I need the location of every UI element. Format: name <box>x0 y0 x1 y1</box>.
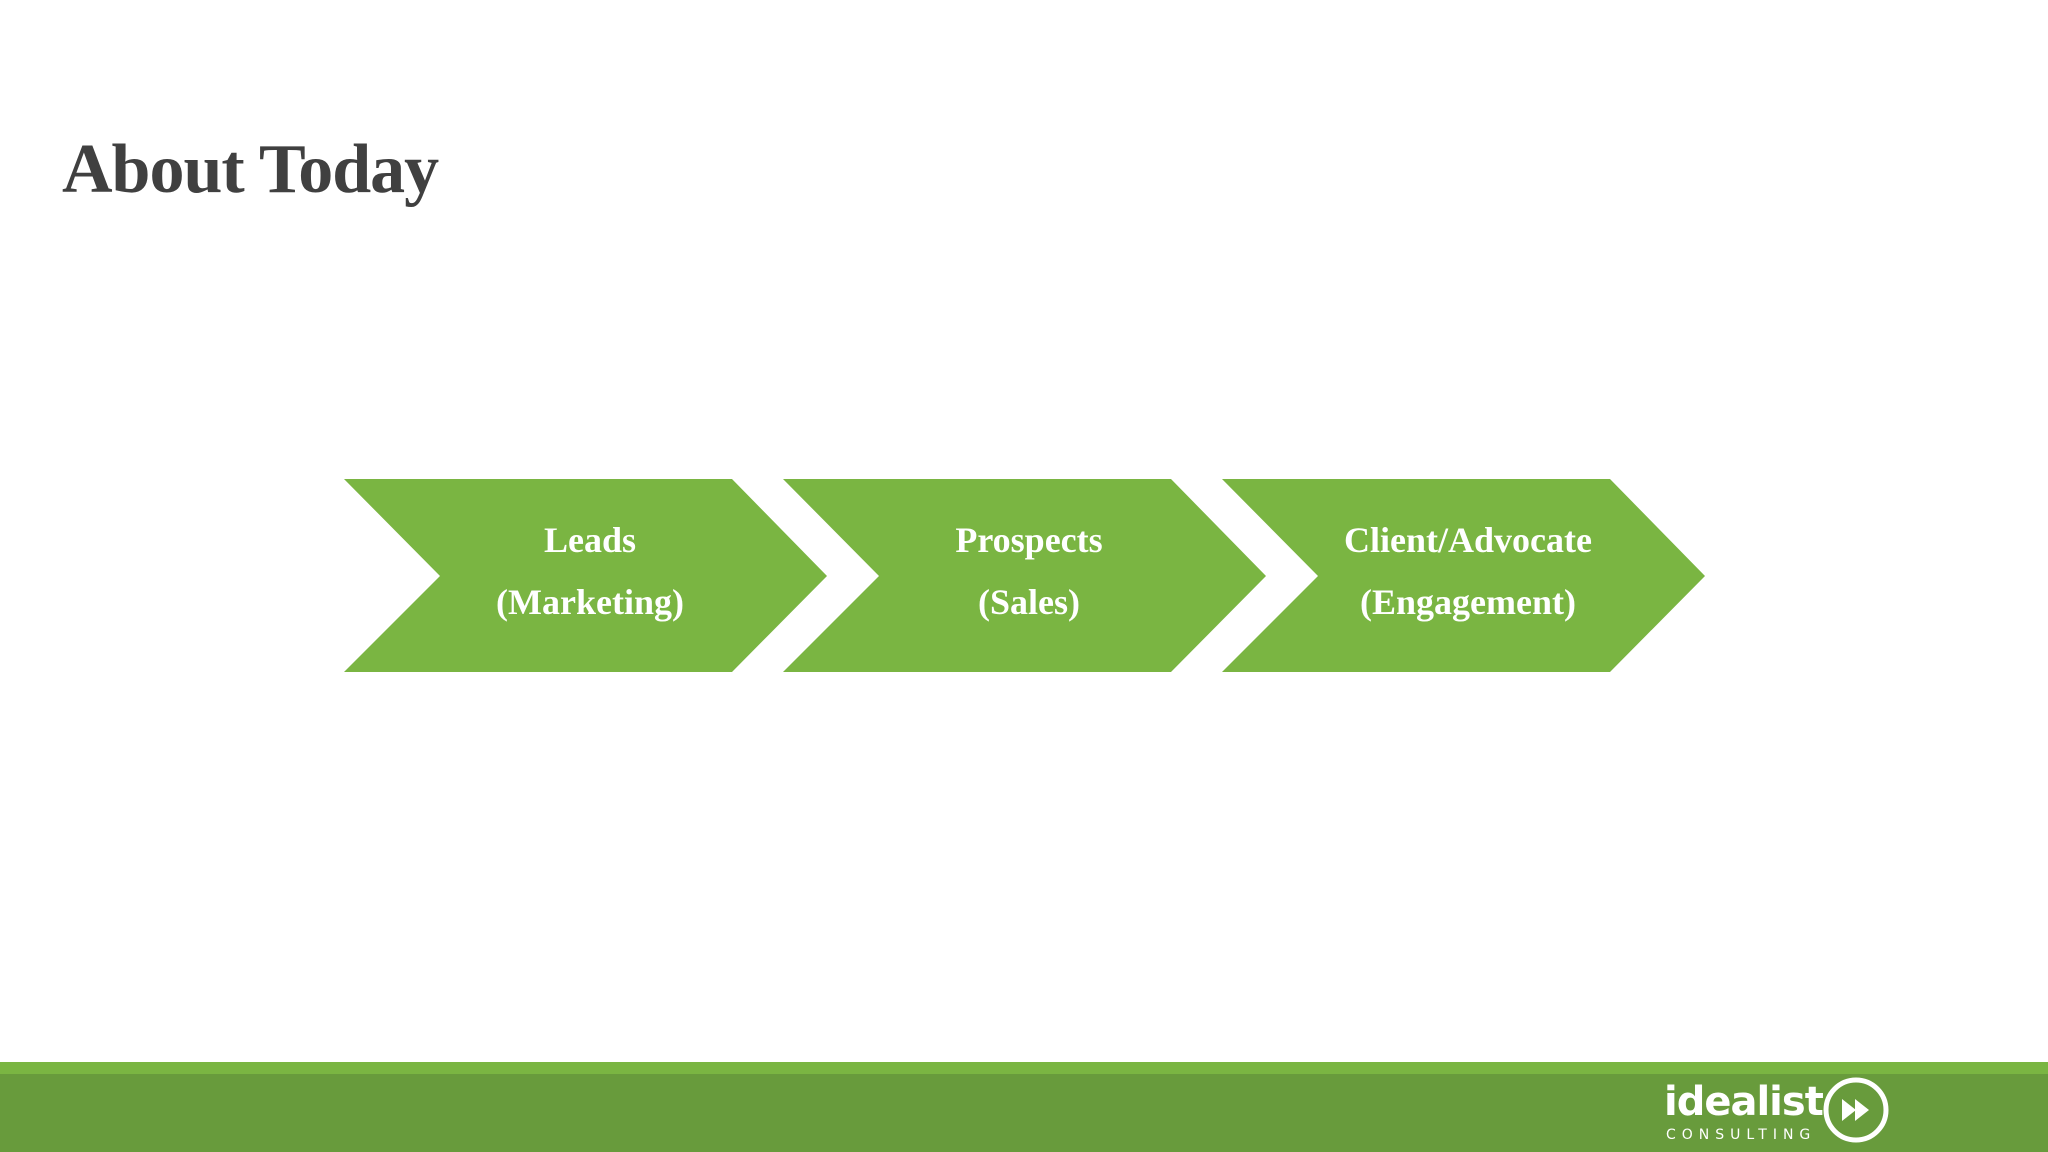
step-2-subtitle: (Sales) <box>978 582 1080 622</box>
step-3-subtitle: (Engagement) <box>1360 582 1576 622</box>
chevron-step-2 <box>783 479 1266 672</box>
chevron-step-1 <box>344 479 827 672</box>
chevron-label-2: Prospects (Sales) <box>819 509 1239 633</box>
step-1-subtitle: (Marketing) <box>496 582 684 622</box>
footer-band: idealist CONSULTING <box>0 1062 2048 1152</box>
step-2-title: Prospects <box>955 520 1103 560</box>
idealist-logo: idealist CONSULTING <box>1664 1076 1904 1146</box>
logo-wordmark: idealist <box>1664 1079 1824 1125</box>
slide-title: About Today <box>62 131 439 208</box>
fast-forward-circle-icon <box>1823 1077 1889 1143</box>
chevron-label-3: Client/Advocate (Engagement) <box>1258 509 1678 633</box>
chevron-step-3 <box>1222 479 1705 672</box>
step-1-title: Leads <box>543 520 637 560</box>
logo-tagline: CONSULTING <box>1666 1127 1817 1143</box>
chevron-label-1: Leads (Marketing) <box>380 509 800 633</box>
footer-stripe <box>0 1062 2048 1074</box>
step-3-title: Client/Advocate <box>1344 520 1592 560</box>
